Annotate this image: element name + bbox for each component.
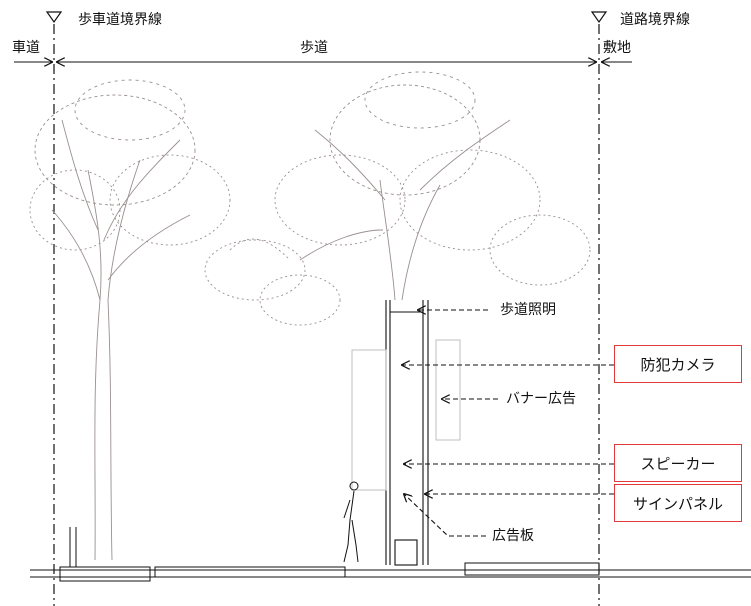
site-label: 敷地 xyxy=(603,40,631,56)
leader-ad-board xyxy=(404,494,486,537)
street-light-pole xyxy=(351,300,461,566)
sidewalk-boundary-label: 歩車道境界線 xyxy=(78,12,162,28)
road-boundary-label: 道路境界線 xyxy=(620,12,690,28)
boundary-marker-right xyxy=(590,11,608,24)
sidewalk-label: 歩道 xyxy=(300,40,328,56)
speaker-box: スピーカー xyxy=(614,444,742,482)
sign-panel-box: サインパネル xyxy=(614,484,742,522)
tree-right xyxy=(259,71,591,326)
boundary-marker-left xyxy=(45,11,63,24)
tree-left xyxy=(29,79,306,561)
ground-line xyxy=(30,527,751,582)
ad-board-label: 広告板 xyxy=(492,528,534,544)
banner-ad-label: バナー広告 xyxy=(506,391,576,407)
roadway-label: 車道 xyxy=(12,40,40,56)
pedestrian-figure xyxy=(343,481,359,563)
security-camera-box: 防犯カメラ xyxy=(614,345,742,383)
sidewalk-light-label: 歩道照明 xyxy=(500,302,556,318)
